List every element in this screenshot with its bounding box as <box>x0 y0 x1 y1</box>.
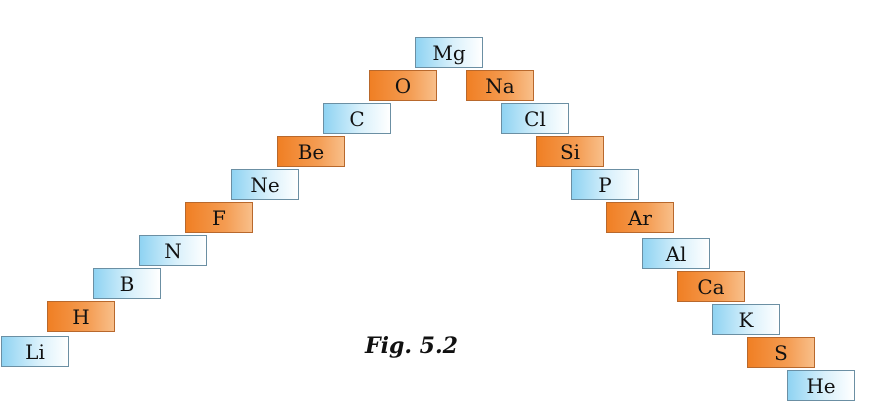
element-box-li: Li <box>1 336 69 367</box>
element-box-ar: Ar <box>606 202 674 233</box>
element-box-ca: Ca <box>677 271 745 302</box>
element-box-n: N <box>139 235 207 266</box>
figure-caption: Fig. 5.2 <box>365 333 458 359</box>
element-box-h: H <box>47 301 115 332</box>
element-box-cl: Cl <box>501 103 569 134</box>
element-box-be: Be <box>277 136 345 167</box>
element-box-c: C <box>323 103 391 134</box>
element-box-si: Si <box>536 136 604 167</box>
element-box-p: P <box>571 169 639 200</box>
element-box-he: He <box>787 370 855 401</box>
element-box-na: Na <box>466 70 534 101</box>
element-box-k: K <box>712 304 780 335</box>
element-box-ne: Ne <box>231 169 299 200</box>
element-box-b: B <box>93 268 161 299</box>
element-box-o: O <box>369 70 437 101</box>
element-box-f: F <box>185 202 253 233</box>
element-box-s: S <box>747 337 815 368</box>
element-box-mg: Mg <box>415 37 483 68</box>
element-box-al: Al <box>642 238 710 269</box>
